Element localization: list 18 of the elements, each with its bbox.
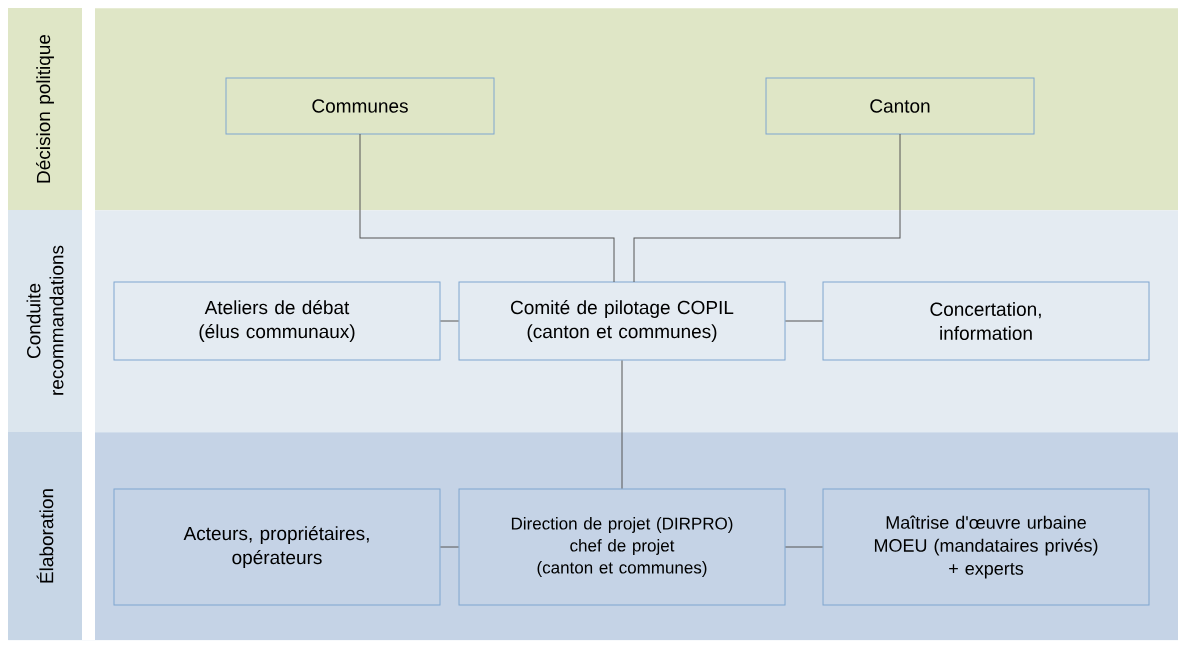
band-heading: Conduite recommandations xyxy=(26,245,64,395)
band-heading: Décision politique xyxy=(36,34,54,183)
connector xyxy=(440,320,459,322)
connector xyxy=(633,133,901,283)
band-heading: Élaboration xyxy=(36,489,54,583)
connector xyxy=(785,546,823,548)
box: Acteurs, propriétaires, opérateurs xyxy=(113,488,441,606)
connector xyxy=(359,133,615,283)
box: Ateliers de débat (élus communaux) xyxy=(113,281,441,361)
connector xyxy=(440,546,459,548)
connector xyxy=(621,360,623,489)
box: Direction de projet (DIRPRO) chef de projet (canton et communes) xyxy=(458,488,786,606)
box: Communes xyxy=(225,77,495,135)
connector xyxy=(785,320,823,322)
box: Concertation, information xyxy=(822,281,1150,361)
box: Comité de pilotage COPIL (canton et communes) xyxy=(458,281,786,361)
box: Canton xyxy=(765,77,1035,135)
box: Maîtrise d'œuvre urbaine MOEU (mandataires privés) + experts xyxy=(822,488,1150,606)
